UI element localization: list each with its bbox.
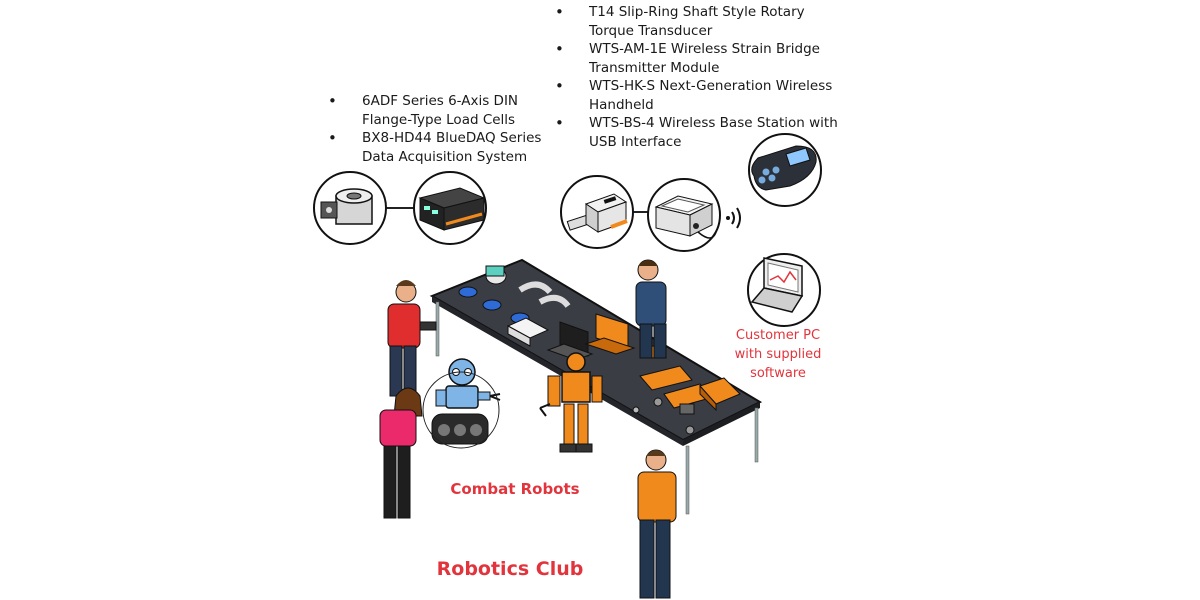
daq-box-icon [418,187,486,231]
wireless-handheld-icon [751,145,817,191]
wireless-signal-icon [726,207,741,229]
combat-robots-label: Combat Robots [450,480,580,498]
product-item-wireless-handheld: WTS-HK-S Next-Generation Wireless Handhe… [555,77,840,114]
load-cell-icon [320,188,373,225]
product-list-right: T14 Slip-Ring Shaft Style Rotary Torque … [555,3,840,151]
orange-robot-figure [539,352,603,453]
person-blue-shirt [635,259,667,359]
product-item-torque-transducer: T14 Slip-Ring Shaft Style Rotary Torque … [555,3,840,40]
product-item-load-cell: 6ADF Series 6-Axis DIN Flange-Type Load … [328,92,543,129]
person-pink-shirt [379,387,423,519]
daq-bubble [413,171,487,245]
transmitter-module-icon [654,195,717,239]
handheld-bubble [748,133,822,207]
person-red-shirt [387,280,437,397]
orange-robot-arms [632,365,741,435]
customer-pc-label: Customer PC with supplied software [734,328,822,381]
blue-robot-figure [422,358,501,449]
robotics-club-label: Robotics Club [436,558,584,580]
laptop-icon [750,257,804,313]
product-list-left: 6ADF Series 6-Axis DIN Flange-Type Load … [328,92,543,166]
customer-pc-bubble [747,253,821,327]
product-item-daq-system: BX8-HD44 BlueDAQ Series Data Acquisition… [328,129,543,166]
load-cell-bubble [313,171,387,245]
product-item-transmitter-module: WTS-AM-1E Wireless Strain Bridge Transmi… [555,40,840,77]
torque-transducer-bubble [560,175,634,249]
torque-sensor-icon [566,193,628,233]
person-orange-shirt [637,449,677,599]
table-orange-laptop-icon [584,313,636,355]
transmitter-bubble [647,178,721,252]
product-item-base-station: WTS-BS-4 Wireless Base Station with USB … [555,114,840,151]
